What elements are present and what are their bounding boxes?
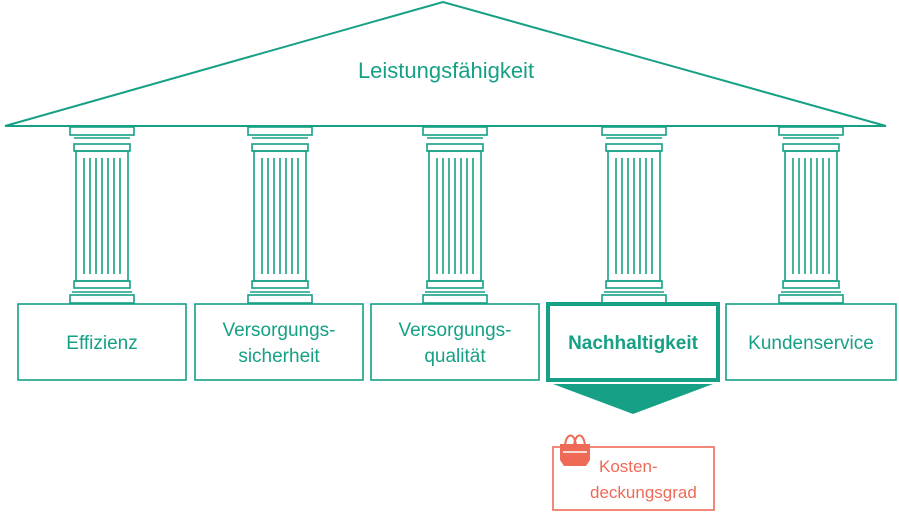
pillar-box-4: Nachhaltigkeit [546, 302, 720, 382]
pillar-box-frame [370, 303, 540, 381]
pillar-label: Nachhaltigkeit [568, 333, 699, 354]
pillar-box-2: Versorgungs-sicherheit [194, 303, 364, 381]
columns [69, 126, 844, 304]
pillar-label: qualität [424, 346, 486, 367]
pillar-box-frame [17, 303, 187, 381]
column-1 [69, 126, 135, 304]
pillar-label: Versorgungs- [222, 320, 335, 341]
note-label: Kosten- [599, 457, 658, 476]
pillar-box-frame [194, 303, 364, 381]
roof: Leistungsfähigkeit [4, 0, 887, 127]
column-3 [422, 126, 488, 304]
highlight-arrow-shape [553, 384, 713, 414]
pillar-box-1: Effizienz [17, 303, 187, 381]
pillar-label: sicherheit [238, 346, 320, 367]
pillar-box-5: Kundenservice [725, 303, 897, 381]
binder-clip-icon [560, 434, 590, 466]
highlight-arrow [553, 384, 713, 414]
roof-triangle [4, 0, 887, 127]
pillar-box-frame [546, 302, 720, 382]
pillar-label: Effizienz [66, 333, 137, 354]
column-4 [601, 126, 667, 304]
pillar-box-3: Versorgungs-qualität [370, 303, 540, 381]
cost-recovery-note: Kosten-deckungsgrad [552, 434, 715, 511]
pillar-box-frame [725, 303, 897, 381]
column-5 [778, 126, 844, 304]
pillar-label: Versorgungs- [398, 320, 511, 341]
column-2 [247, 126, 313, 304]
roof-label: Leistungsfähigkeit [358, 58, 534, 83]
pillar-boxes: EffizienzVersorgungs-sicherheitVersorgun… [17, 302, 897, 382]
note-label: deckungsgrad [590, 483, 697, 502]
pillar-label: Kundenservice [748, 333, 874, 354]
